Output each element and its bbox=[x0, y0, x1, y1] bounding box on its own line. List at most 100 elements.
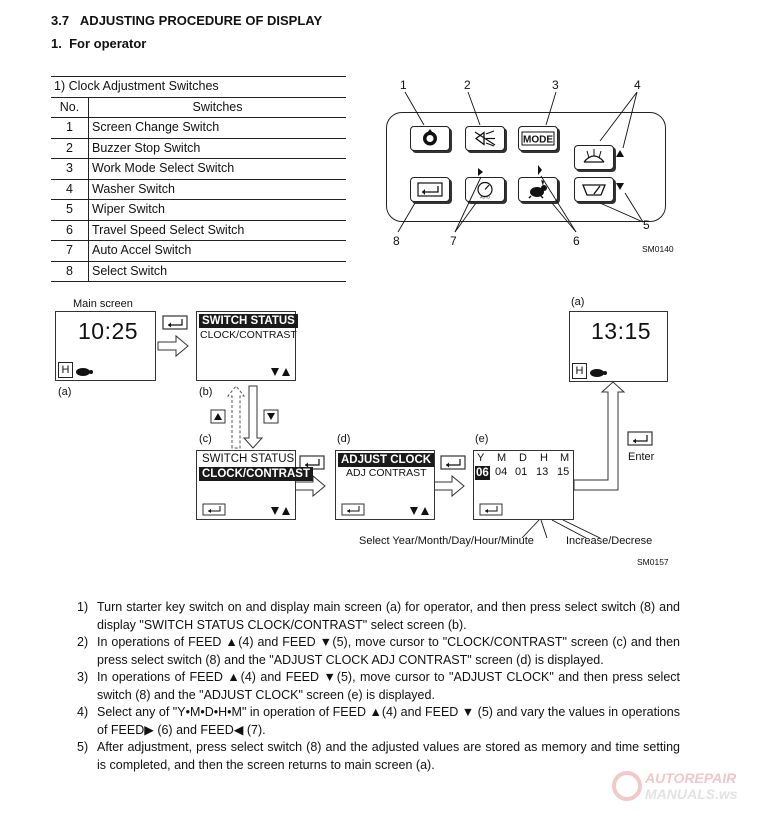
flow-figure-code: SM0157 bbox=[637, 557, 669, 567]
row-switch: Screen Change Switch bbox=[88, 117, 346, 139]
feed-down-icon bbox=[616, 183, 624, 190]
auto-accel-icon: AUTO bbox=[477, 181, 493, 200]
watermark: AUTOREPAIR MANUALS.ws bbox=[612, 766, 752, 811]
feed-right-icon bbox=[538, 165, 542, 175]
enter-key-3 bbox=[440, 455, 466, 470]
label-a: (a) bbox=[58, 386, 72, 398]
select-switch[interactable] bbox=[410, 177, 450, 202]
callout-3: 3 bbox=[552, 78, 559, 92]
step-text: Turn starter key switch on and display m… bbox=[97, 600, 680, 632]
date-header-h: H bbox=[540, 452, 548, 464]
procedure-step: 5)After adjustment, press select switch … bbox=[77, 739, 680, 774]
row-switch: Select Switch bbox=[88, 261, 346, 282]
washer-icon bbox=[583, 149, 605, 163]
main-screen-label: Main screen bbox=[73, 298, 133, 310]
enter-label: Enter bbox=[628, 451, 655, 463]
work-mode-switch[interactable]: MODE bbox=[518, 126, 558, 151]
subsection-title: For operator bbox=[69, 36, 147, 51]
row-switch: Buzzer Stop Switch bbox=[88, 138, 346, 159]
date-value-year: 06 bbox=[475, 466, 490, 480]
select-caption: Select Year/Month/Day/Hour/Minute bbox=[359, 535, 534, 547]
screen-c-switch-status: SWITCH STATUS bbox=[202, 453, 295, 465]
col-header-switches: Switches bbox=[88, 97, 346, 118]
row-no: 3 bbox=[51, 158, 89, 180]
rabbit-icon bbox=[528, 180, 547, 199]
step-number: 3) bbox=[77, 670, 89, 684]
date-header-m: M bbox=[497, 452, 507, 464]
switch-table: 1) Clock Adjustment Switches No. Switche… bbox=[51, 76, 346, 282]
screen-d-adjust-clock: ADJUST CLOCK bbox=[338, 453, 435, 467]
screen-d-adj-contrast: ADJ CONTRAST bbox=[346, 467, 427, 479]
col-header-no: No. bbox=[51, 97, 89, 118]
subsection-heading: 1. For operator bbox=[51, 36, 146, 51]
buzzer-stop-icon bbox=[474, 130, 496, 147]
row-no: 2 bbox=[51, 138, 89, 159]
down-arrow-icon bbox=[267, 413, 275, 420]
mode-label: MODE bbox=[523, 135, 553, 146]
row-no: 7 bbox=[51, 240, 89, 262]
date-value-hour: 13 bbox=[536, 466, 549, 478]
label-c: (c) bbox=[199, 433, 212, 445]
step-number: 1) bbox=[77, 600, 89, 614]
row-switch: Washer Switch bbox=[88, 179, 346, 200]
down-up-icon bbox=[410, 507, 429, 515]
flow-arrows bbox=[157, 315, 653, 539]
screen-b-clock-contrast: CLOCK/CONTRAST bbox=[200, 329, 297, 341]
date-header-d: D bbox=[519, 452, 527, 464]
section-heading: 3.7 ADJUSTING PROCEDURE OF DISPLAY bbox=[51, 13, 322, 28]
step-number: 5) bbox=[77, 740, 89, 754]
increase-decrease-caption: Increase/Decrese bbox=[566, 535, 653, 547]
enter-key-4 bbox=[627, 431, 653, 446]
procedure-step: 3) In operations of FEED ▲(4) and FEED ▼(… bbox=[77, 669, 680, 704]
auto-accel-switch[interactable]: AUTO bbox=[465, 177, 505, 202]
callout-2: 2 bbox=[464, 78, 471, 92]
main-mode-indicator: H bbox=[58, 362, 73, 378]
screen-change-switch[interactable] bbox=[410, 126, 450, 151]
row-no: 6 bbox=[51, 220, 89, 241]
label-b: (b) bbox=[199, 386, 213, 398]
label-d: (d) bbox=[337, 433, 351, 445]
step-number: 4) bbox=[77, 705, 89, 719]
screen-b: SWITCH STATUS CLOCK/CONTRAST bbox=[196, 311, 298, 381]
main-time: 10:25 bbox=[78, 318, 139, 344]
row-no: 8 bbox=[51, 261, 89, 282]
callout-7: 7 bbox=[450, 234, 457, 248]
procedure-step: 1) Turn starter key switch on and display… bbox=[77, 599, 680, 634]
svg-text:AUTO: AUTO bbox=[480, 196, 490, 200]
turtle-icon bbox=[590, 369, 607, 377]
travel-speed-switch[interactable] bbox=[518, 177, 558, 202]
feed-left-icon bbox=[478, 168, 483, 176]
callout-5: 5 bbox=[643, 218, 650, 232]
enter-small-icon bbox=[341, 503, 365, 516]
section-number: 3.7 bbox=[51, 13, 70, 28]
section-title: ADJUSTING PROCEDURE OF DISPLAY bbox=[79, 13, 323, 28]
label-e: (e) bbox=[475, 433, 489, 445]
date-header-y: Y bbox=[477, 452, 485, 464]
final-time: 13:15 bbox=[591, 318, 652, 344]
wiper-switch[interactable] bbox=[574, 177, 614, 202]
wiper-icon bbox=[582, 184, 606, 196]
down-up-icon bbox=[271, 507, 290, 515]
washer-switch[interactable] bbox=[574, 145, 614, 170]
date-header-min: M bbox=[560, 452, 570, 464]
row-switch: Work Mode Select Switch bbox=[88, 158, 346, 180]
row-no: 4 bbox=[51, 179, 89, 200]
buzzer-stop-switch[interactable] bbox=[465, 126, 505, 151]
procedure-step: 2)In operations of FEED ▲(4) and FEED ▼(… bbox=[77, 634, 680, 669]
procedure-step: 4)Select any of "Y•M•D•H•M" in operation… bbox=[77, 704, 680, 739]
step-text: In operations of FEED ▲(4) and FEED ▼(5)… bbox=[97, 670, 680, 702]
screen-change-icon bbox=[423, 129, 437, 146]
up-arrow-icon bbox=[214, 413, 222, 420]
date-value-minute: 15 bbox=[557, 466, 570, 478]
watermark-line2: MANUALS.ws bbox=[645, 786, 738, 802]
callout-8: 8 bbox=[393, 234, 400, 248]
callout-1: 1 bbox=[400, 78, 407, 92]
